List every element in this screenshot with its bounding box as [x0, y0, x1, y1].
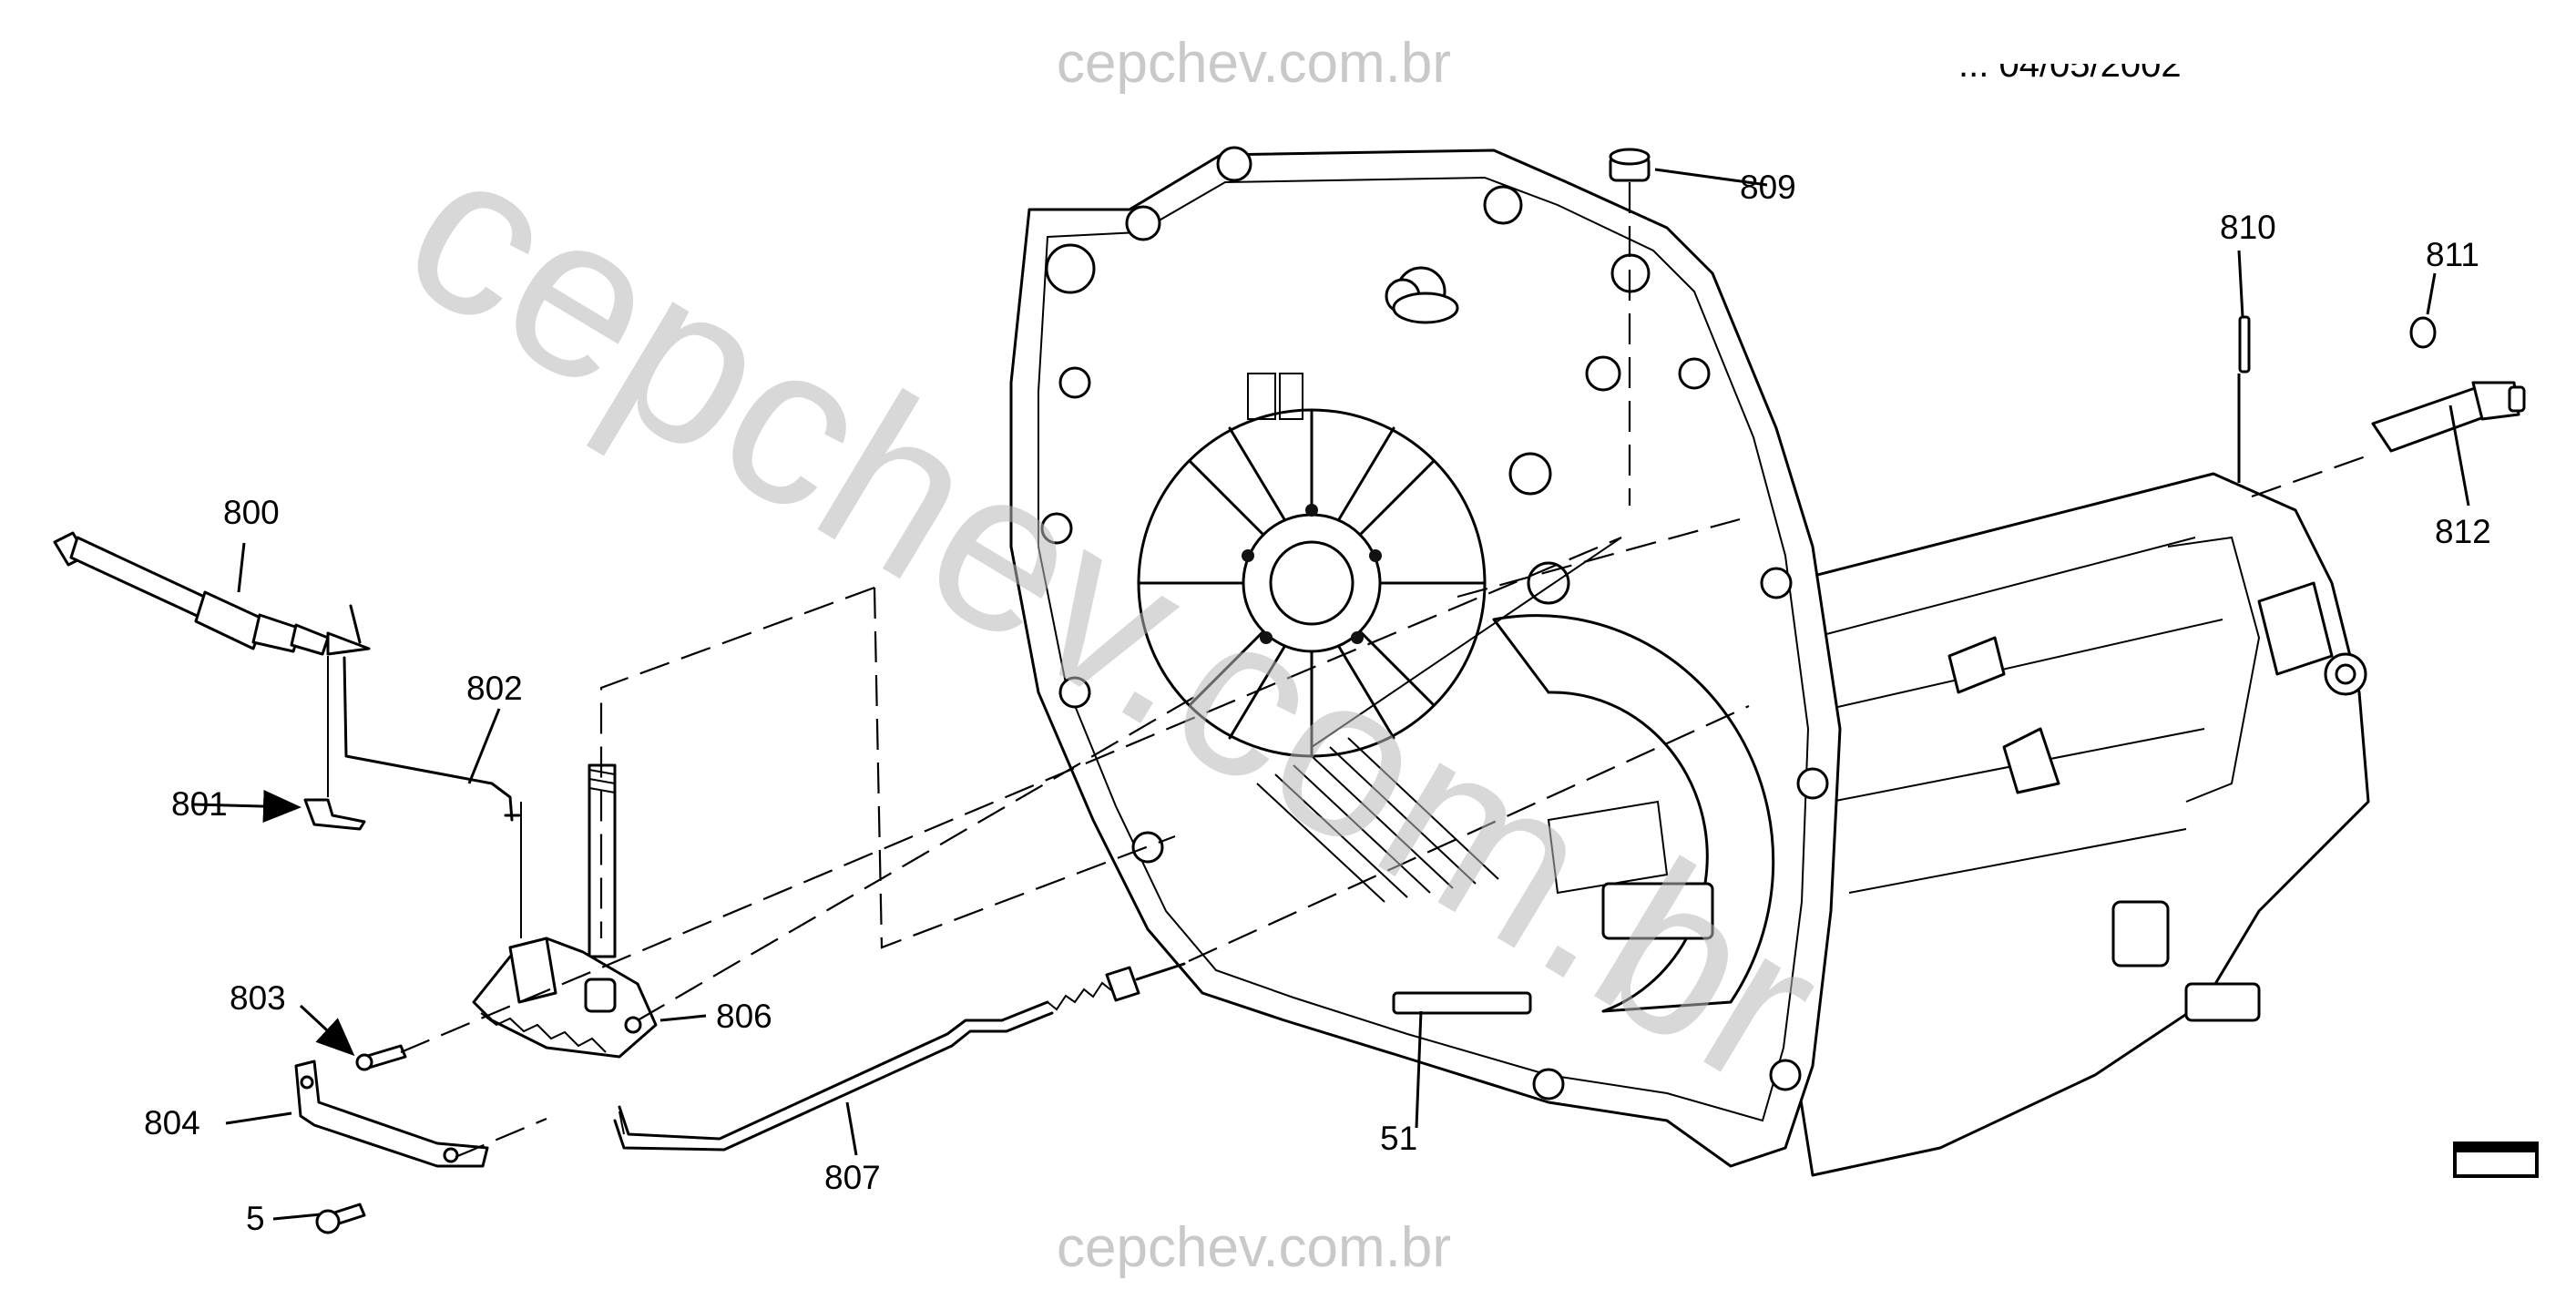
callout-802: 802 — [466, 670, 523, 707]
watermark-top: cepchev.com.br — [1057, 32, 1451, 95]
callout-803: 803 — [230, 979, 286, 1017]
callout-805: 5 — [246, 1200, 265, 1237]
callout-812: 812 — [2435, 513, 2491, 550]
leader-lines — [193, 168, 2470, 1221]
part-801-clip — [303, 656, 366, 831]
callout-810: 810 — [2220, 209, 2276, 246]
alignment-lines — [400, 182, 2369, 1159]
part-803-pin — [355, 1044, 407, 1071]
callout-51: 51 — [1380, 1120, 1417, 1157]
part-811-seal — [2409, 316, 2437, 349]
part-802-rod — [342, 656, 521, 822]
callout-801: 801 — [171, 785, 228, 823]
callout-807: 807 — [824, 1159, 881, 1196]
callout-labels: 800 801 802 803 804 5 806 807 809 810 81… — [144, 169, 2491, 1237]
transmission-case — [1009, 146, 2370, 1177]
page-corner-symbol — [2453, 1142, 2539, 1178]
callout-811: 811 — [2426, 236, 2479, 273]
part-807-rod — [613, 962, 1186, 1152]
callout-804: 804 — [144, 1104, 200, 1142]
callout-806: 806 — [716, 998, 772, 1035]
callout-809: 809 — [1740, 169, 1796, 206]
part-809-bushing — [1609, 148, 1651, 182]
part-805-bolt — [315, 1203, 366, 1234]
part-810-pin — [2238, 315, 2251, 374]
part-800-shaft — [53, 531, 371, 656]
part-806-shaft-detent — [472, 763, 658, 1059]
part-812-sleeve — [2371, 381, 2526, 453]
callout-800: 800 — [223, 494, 280, 531]
watermark-bottom: cepchev.com.br — [1057, 1216, 1451, 1279]
header-partial-text: ... 04/05/2002 — [1958, 45, 2182, 85]
part-804-bracket — [294, 1060, 489, 1168]
